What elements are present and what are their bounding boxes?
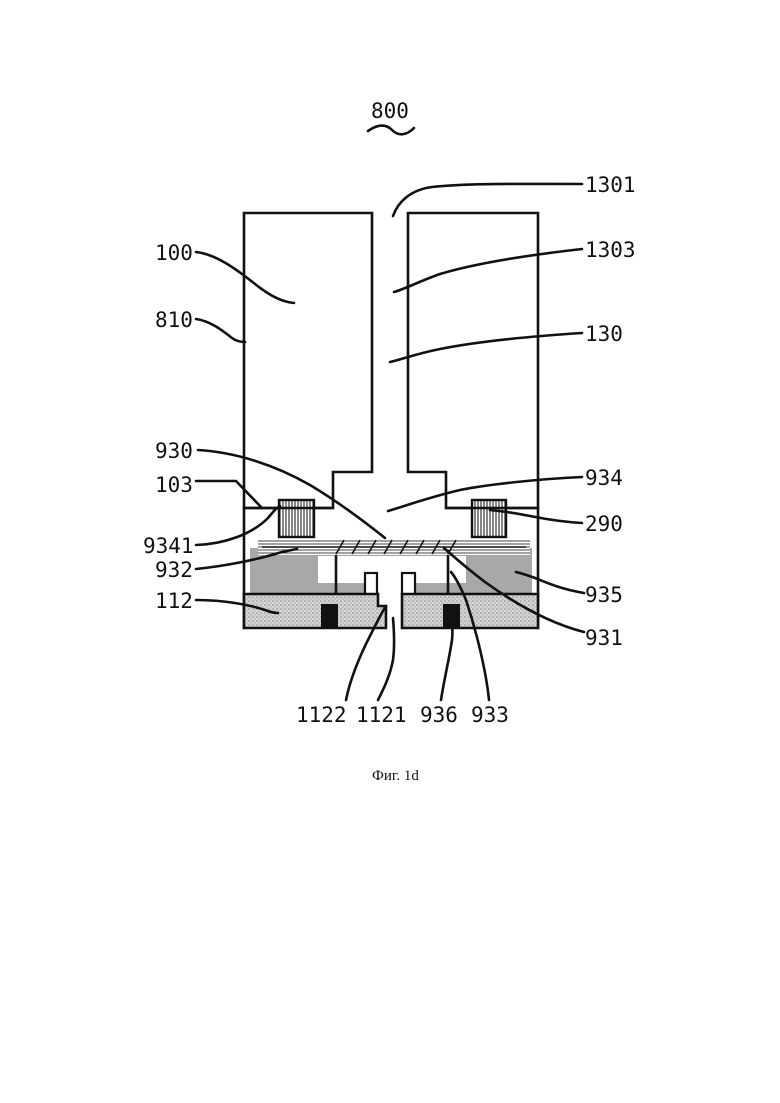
label-810: 810 bbox=[155, 308, 193, 332]
label-1303: 1303 bbox=[585, 238, 636, 262]
label-290: 290 bbox=[585, 512, 623, 536]
label-935: 935 bbox=[585, 583, 623, 607]
spring-contact-left bbox=[279, 500, 314, 537]
label-100: 100 bbox=[155, 241, 193, 265]
assembly-number: 800 bbox=[371, 99, 409, 123]
label-9341: 9341 bbox=[143, 534, 194, 558]
label-934: 934 bbox=[585, 466, 623, 490]
label-103: 103 bbox=[155, 473, 193, 497]
spring-contact-right bbox=[472, 500, 506, 537]
membrane-layer bbox=[258, 540, 530, 556]
label-1122: 1122 bbox=[296, 703, 347, 727]
figure-caption: Фиг. 1d bbox=[372, 768, 419, 784]
label-930: 930 bbox=[155, 439, 193, 463]
label-112: 112 bbox=[155, 589, 193, 613]
assembly-number-underline bbox=[368, 126, 414, 135]
cavity-under-membrane bbox=[318, 556, 466, 583]
label-936: 936 bbox=[420, 703, 458, 727]
label-1301: 1301 bbox=[585, 173, 636, 197]
label-1121: 1121 bbox=[356, 703, 407, 727]
contact-pad-left bbox=[321, 604, 338, 628]
label-932: 932 bbox=[155, 558, 193, 582]
label-933: 933 bbox=[471, 703, 509, 727]
label-931: 931 bbox=[585, 626, 623, 650]
channel-post-right bbox=[402, 573, 415, 595]
label-130: 130 bbox=[585, 322, 623, 346]
channel-post-left bbox=[365, 573, 377, 595]
